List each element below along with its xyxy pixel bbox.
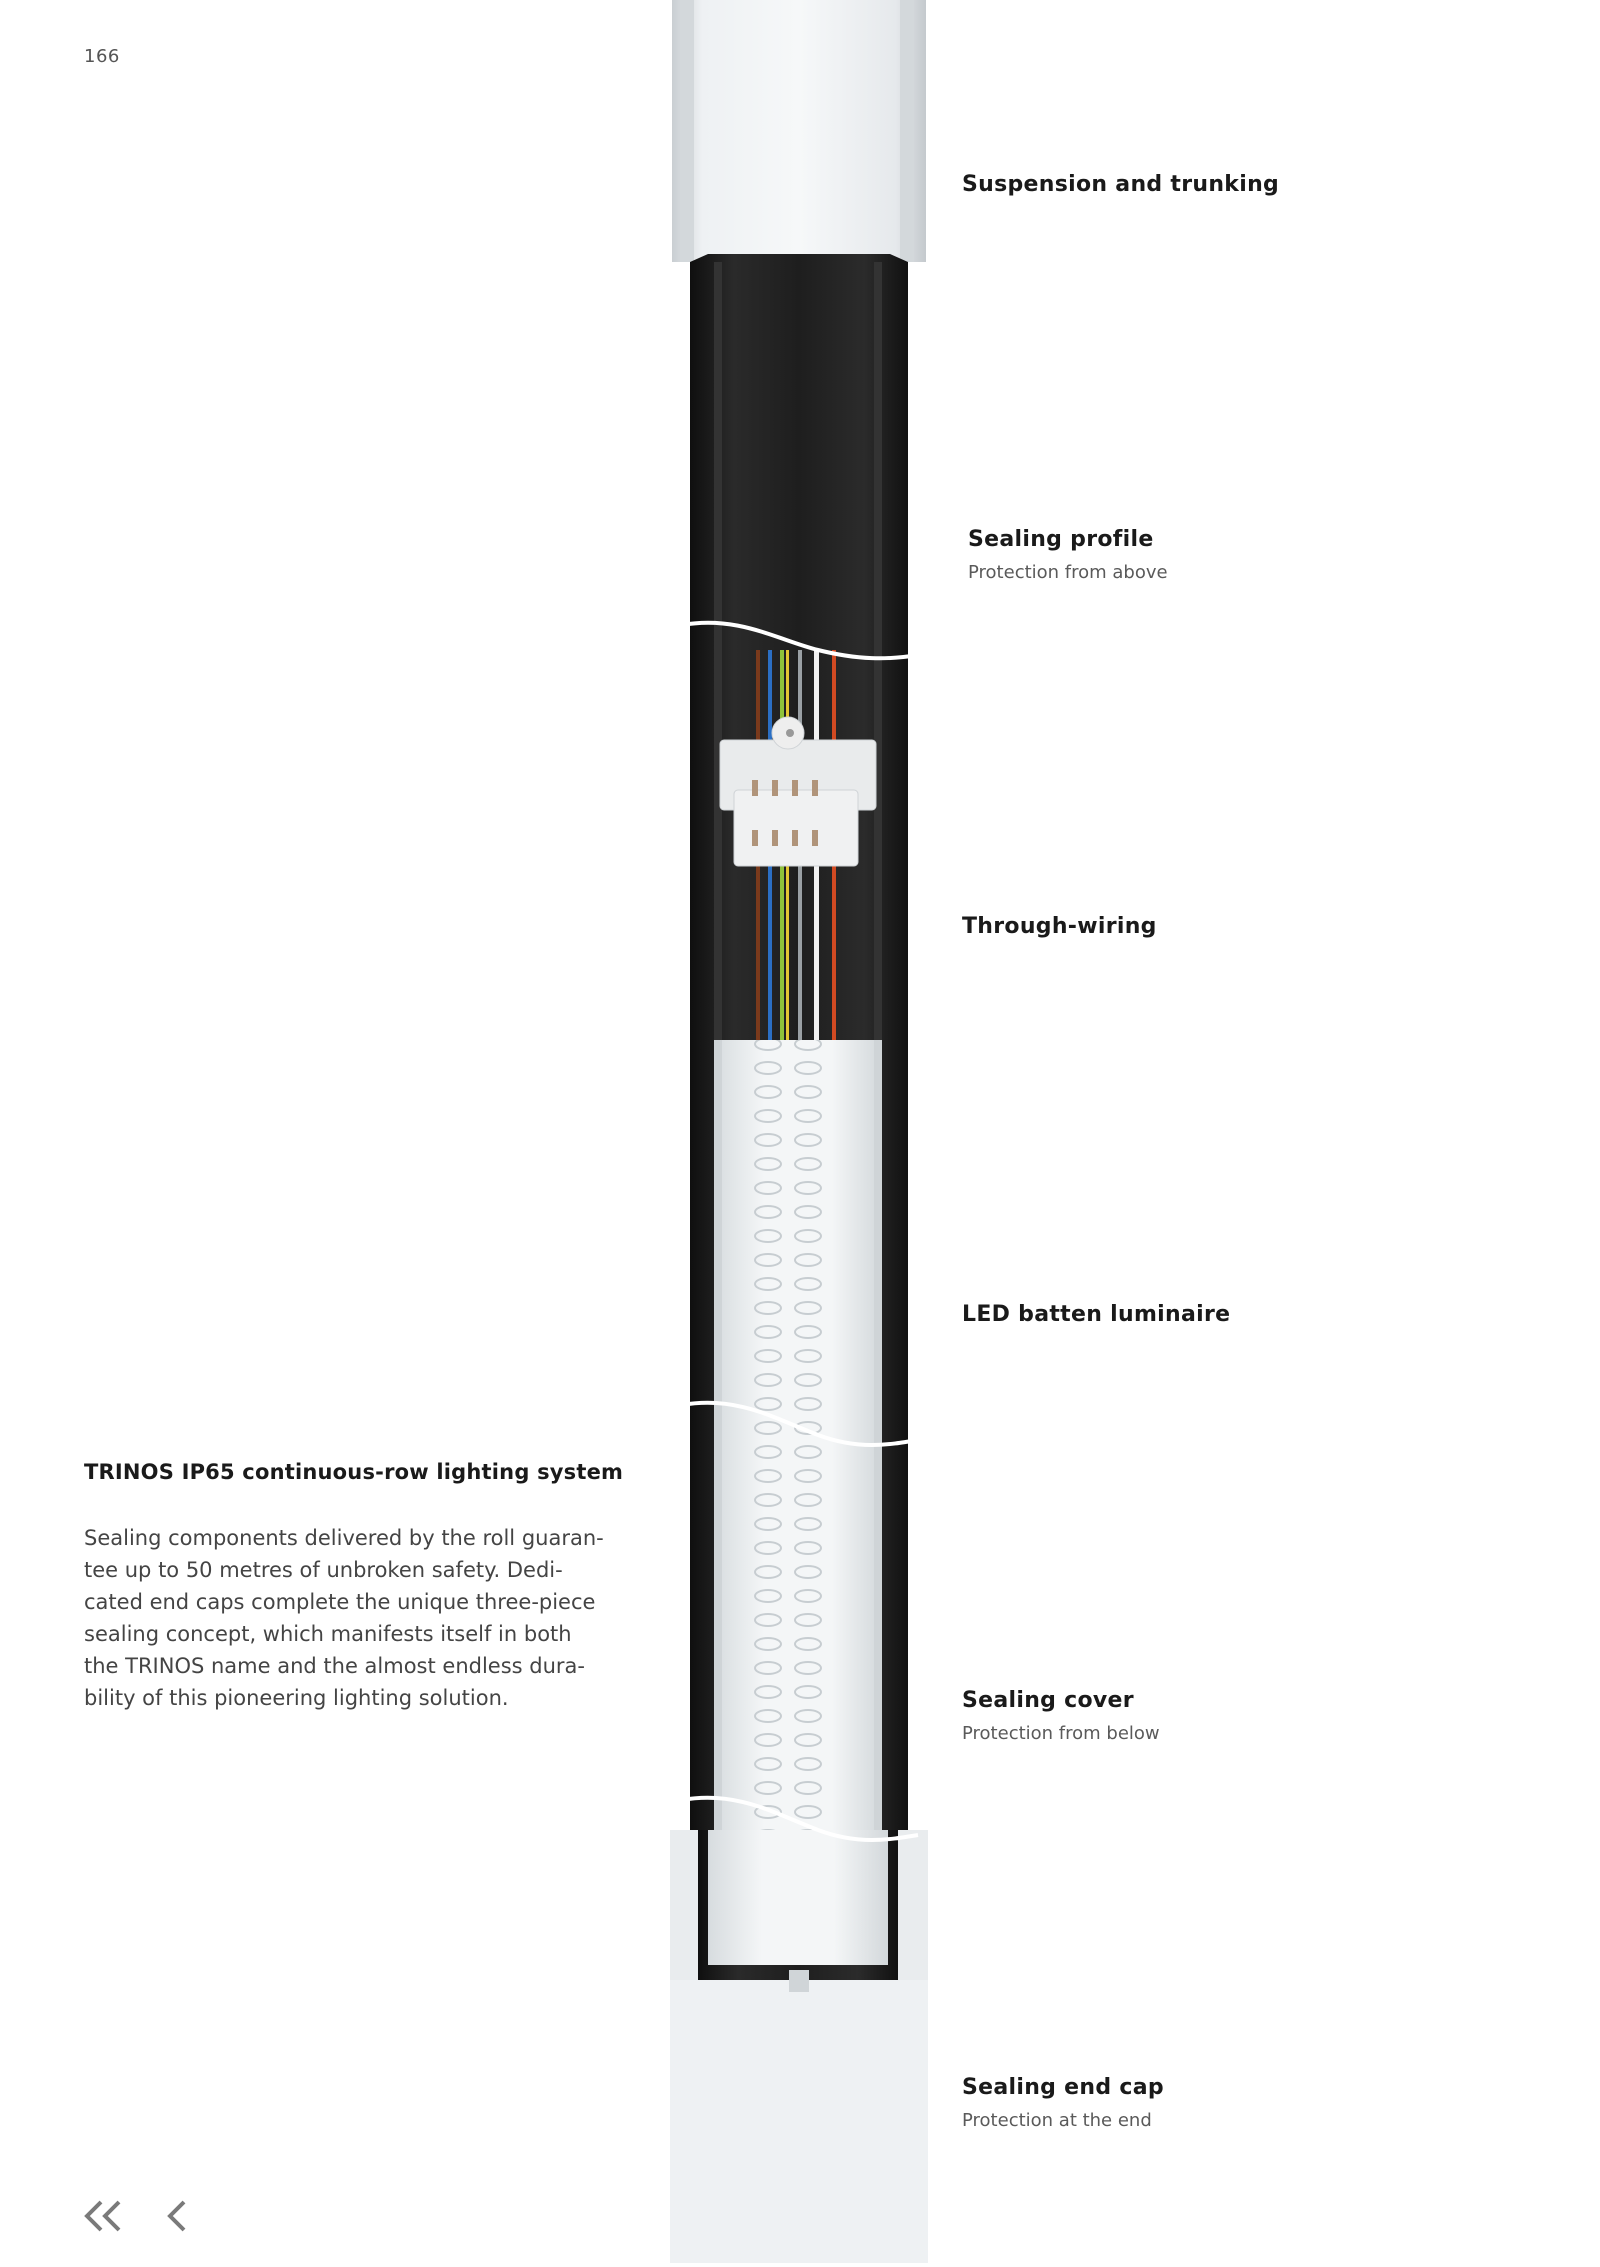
label-title: Sealing cover xyxy=(962,1688,1134,1713)
label-sealing-cover: Sealing cover Protection from below xyxy=(962,1688,1160,1744)
wire-connector xyxy=(719,716,877,867)
luminaire-cutaway-illustration xyxy=(668,0,930,2263)
intro-title: TRINOS IP65 continuous-row lighting syst… xyxy=(84,1460,624,1484)
double-chevron-left-icon xyxy=(84,2200,121,2232)
intro-line: cated end caps complete the unique three… xyxy=(84,1590,596,1614)
label-title: LED batten luminaire xyxy=(962,1302,1231,1327)
previous-page-button[interactable] xyxy=(154,2196,200,2236)
label-sealing-end-cap: Sealing end cap Protection at the end xyxy=(962,2075,1164,2131)
label-title: Sealing profile xyxy=(968,527,1154,552)
page-navigation xyxy=(80,2196,200,2236)
first-page-button[interactable] xyxy=(80,2196,126,2236)
intro-section: TRINOS IP65 continuous-row lighting syst… xyxy=(84,1460,624,1714)
intro-line: Sealing components delivered by the roll… xyxy=(84,1526,604,1550)
label-title: Sealing end cap xyxy=(962,2075,1164,2100)
label-through-wiring: Through-wiring xyxy=(962,914,1157,939)
label-title: Suspension and trunking xyxy=(962,172,1280,197)
intro-line: bility of this pioneering lighting solut… xyxy=(84,1686,509,1710)
page-number: 166 xyxy=(84,46,120,67)
intro-body: Sealing components delivered by the roll… xyxy=(84,1522,604,1714)
label-led-batten: LED batten luminaire xyxy=(962,1302,1230,1327)
intro-line: tee up to 50 metres of unbroken safety. … xyxy=(84,1558,563,1582)
label-subtitle: Protection from above xyxy=(968,562,1168,583)
label-suspension-trunking: Suspension and trunking xyxy=(962,172,1279,197)
label-title: Through-wiring xyxy=(962,914,1157,939)
intro-line: the TRINOS name and the almost endless d… xyxy=(84,1654,585,1678)
label-subtitle: Protection at the end xyxy=(962,2110,1152,2131)
label-subtitle: Protection from below xyxy=(962,1723,1160,1744)
label-sealing-profile: Sealing profile Protection from above xyxy=(968,527,1168,583)
intro-line: sealing concept, which manifests itself … xyxy=(84,1622,572,1646)
chevron-left-icon xyxy=(167,2200,186,2232)
